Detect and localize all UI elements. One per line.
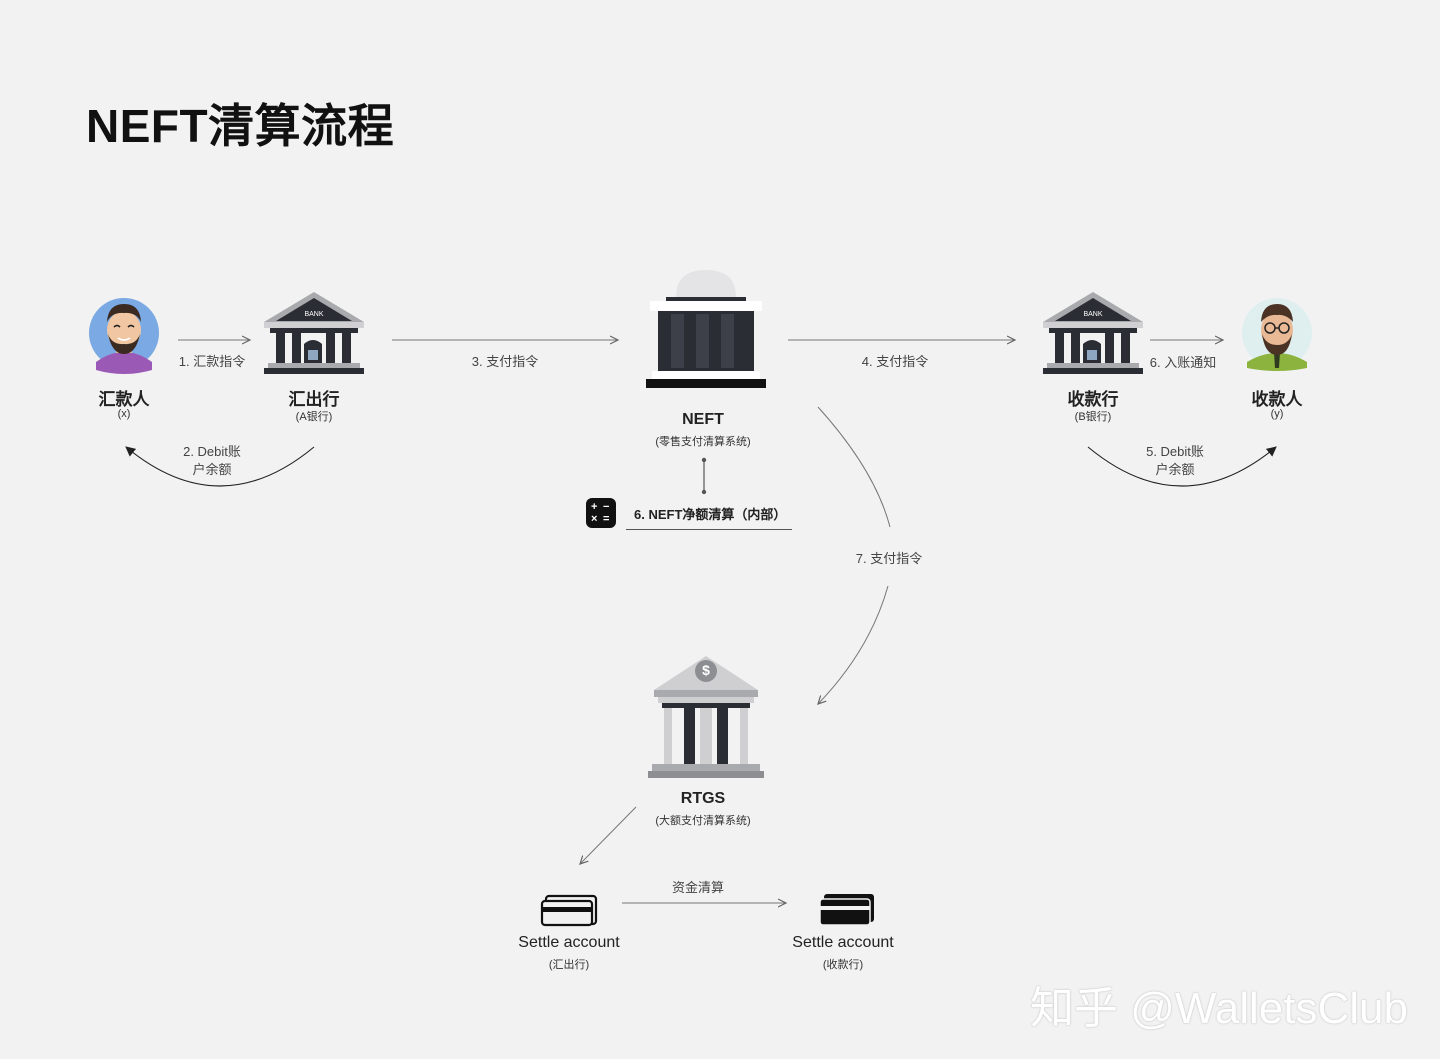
settle-card-remitting-icon [540, 894, 598, 927]
remitter-avatar-icon [89, 298, 159, 374]
neft-name: NEFT [682, 411, 724, 428]
remitting-bank-sub: (A银行) [295, 411, 333, 423]
edge-label-2b: 户余额 [192, 462, 232, 477]
edge-label-4: 4. 支付指令 [861, 354, 929, 369]
remitter-sub: (x) [117, 408, 131, 420]
edge-label-5b: 户余额 [1155, 462, 1195, 477]
arrow-neft-rtgs-upper [817, 406, 891, 528]
edge-label-3: 3. 支付指令 [471, 354, 539, 369]
edge-label-6-notify: 6. 入账通知 [1149, 355, 1217, 370]
neft-internal-netting-label: 6. NEFT净额清算（内部） [626, 504, 792, 530]
edge-label-7: 7. 支付指令 [855, 551, 923, 566]
beneficiary-bank-name: 收款行 [1067, 390, 1119, 409]
remitter-name: 汇款人 [98, 390, 150, 409]
remitting-bank-name: 汇出行 [288, 390, 340, 409]
beneficiary-bank-sign: BANK [1083, 311, 1103, 318]
edge-label-2a: 2. Debit账 [183, 444, 241, 459]
edge-label-5a: 5. Debit账 [1146, 444, 1204, 459]
arrow-rtgs-settle [580, 806, 637, 864]
edge-label-settle: 资金清算 [671, 880, 725, 895]
beneficiary-sub: (y) [1270, 408, 1284, 420]
settle-remitting-name: Settle account [518, 934, 620, 951]
remitting-bank-icon [264, 292, 364, 374]
watermark: 知乎 @WalletsClub [1030, 984, 1408, 1033]
neft-building-icon [646, 270, 766, 388]
arrow-debit-remitter [125, 446, 315, 487]
arrow-neft-rtgs-lower [818, 585, 889, 704]
edge-label-1: 1. 汇款指令 [178, 354, 246, 369]
rtgs-name: RTGS [680, 790, 726, 807]
beneficiary-bank-sub: (B银行) [1074, 411, 1112, 423]
beneficiary-bank-icon [1043, 292, 1143, 374]
neft-sub: (零售支付清算系统) [655, 436, 751, 448]
arrow-debit-beneficiary [1087, 446, 1277, 487]
beneficiary-name: 收款人 [1251, 390, 1303, 409]
dollar-sign-icon: $ [702, 662, 710, 678]
settle-beneficiary-sub: (收款行) [822, 959, 864, 971]
settle-card-beneficiary-icon [819, 894, 874, 926]
rtgs-building-icon [648, 656, 764, 778]
calculator-icon: +− ×= [586, 498, 616, 528]
remitting-bank-sign: BANK [304, 311, 324, 318]
settle-beneficiary-name: Settle account [792, 934, 894, 951]
page-title: NEFT清算流程 [86, 100, 395, 152]
rtgs-sub: (大额支付清算系统) [655, 815, 751, 827]
settle-remitting-sub: (汇出行) [548, 959, 590, 971]
beneficiary-avatar-icon [1242, 298, 1312, 371]
